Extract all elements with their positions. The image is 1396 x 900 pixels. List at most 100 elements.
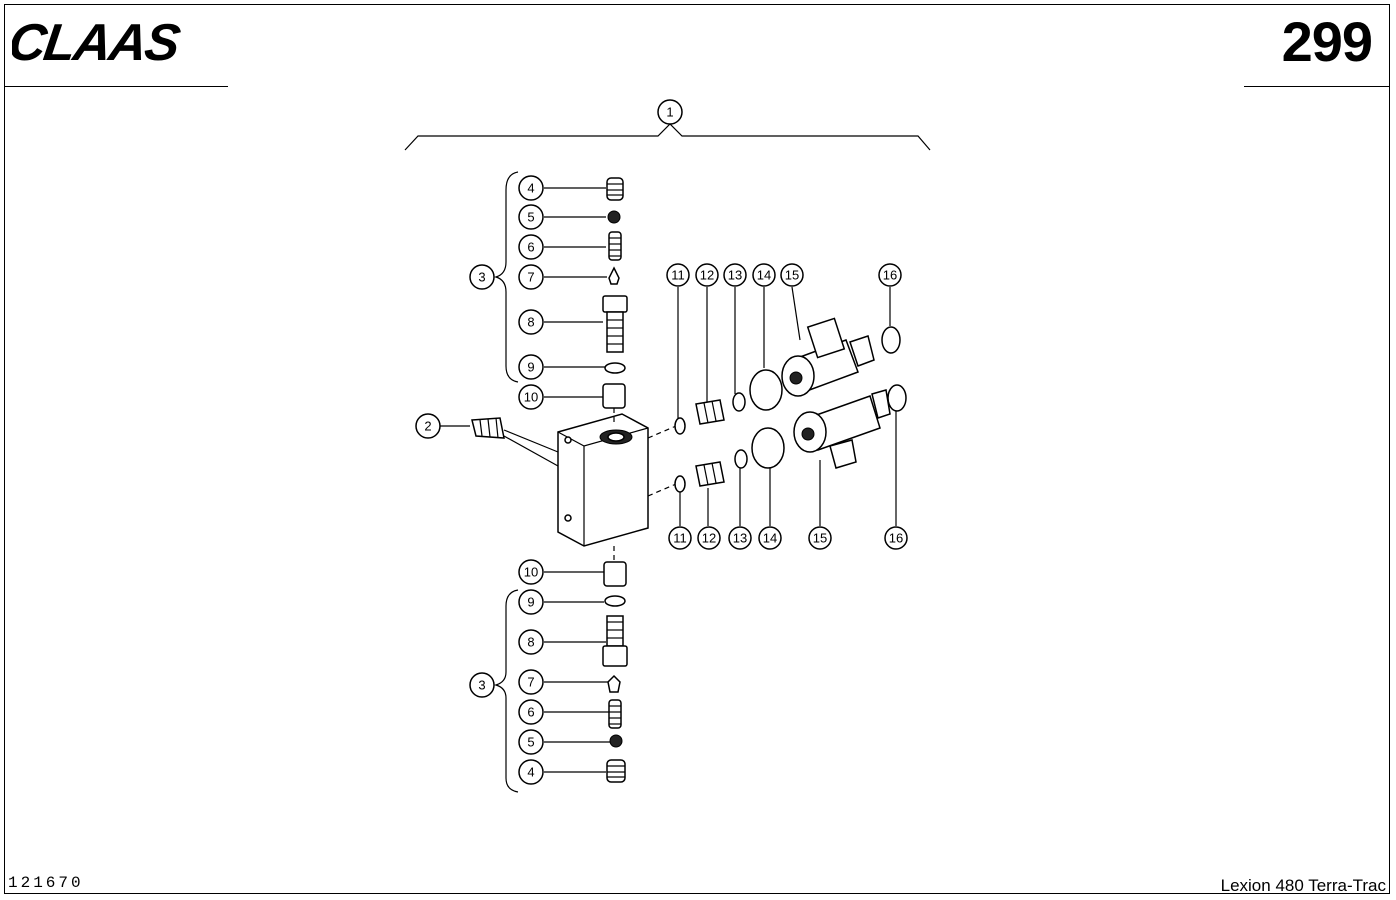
drawing-number: 121670 xyxy=(8,874,84,892)
svg-text:11: 11 xyxy=(671,268,685,283)
callout-16-lower: 16 xyxy=(884,526,908,550)
part-11-lower xyxy=(674,475,686,493)
svg-text:16: 16 xyxy=(883,268,897,283)
svg-text:3: 3 xyxy=(478,678,485,693)
callout-15-lower: 15 xyxy=(808,526,832,550)
part-16-lower xyxy=(887,384,907,412)
callout-11-upper: 11 xyxy=(666,263,690,287)
callout-9-upper: 9 xyxy=(518,354,544,380)
svg-text:8: 8 xyxy=(527,315,534,330)
part-4-lower xyxy=(606,759,626,783)
svg-text:4: 4 xyxy=(527,765,534,780)
svg-text:13: 13 xyxy=(733,531,747,546)
model-name: Lexion 480 Terra-Trac xyxy=(1220,876,1386,895)
brace-upper-cartridge xyxy=(493,171,519,383)
callout-5-lower: 5 xyxy=(518,729,544,755)
svg-text:7: 7 xyxy=(527,270,534,285)
callout-10-upper: 10 xyxy=(518,384,544,410)
svg-text:15: 15 xyxy=(785,268,799,283)
part-7-lower xyxy=(607,674,621,693)
callout-10-lower: 10 xyxy=(518,559,544,585)
callout-3-lower: 3 xyxy=(469,672,495,698)
callout-7-upper: 7 xyxy=(518,264,544,290)
callout-6-lower: 6 xyxy=(518,699,544,725)
svg-text:2: 2 xyxy=(424,419,431,434)
callout-4-lower: 4 xyxy=(518,759,544,785)
part-13-lower xyxy=(734,449,748,469)
svg-text:14: 14 xyxy=(763,531,777,546)
svg-text:6: 6 xyxy=(527,705,534,720)
callout-2: 2 xyxy=(415,413,441,439)
part-14-upper xyxy=(749,369,783,411)
part-15-lower xyxy=(793,389,891,469)
svg-text:1: 1 xyxy=(666,105,673,120)
svg-text:4: 4 xyxy=(527,181,534,196)
part-2 xyxy=(471,417,505,439)
callout-13-lower: 13 xyxy=(728,526,752,550)
part-10-upper xyxy=(602,383,626,409)
svg-text:5: 5 xyxy=(527,735,534,750)
brace-lower-cartridge xyxy=(493,589,519,793)
callout-13-upper: 13 xyxy=(723,263,747,287)
part-6-lower xyxy=(608,699,622,729)
part-8-upper xyxy=(602,295,628,353)
part-14-lower xyxy=(751,427,785,469)
part-4-upper xyxy=(606,177,624,201)
callout-15-upper: 15 xyxy=(780,263,804,287)
part-6-upper xyxy=(608,231,622,261)
callout-12-upper: 12 xyxy=(695,263,719,287)
part-7-upper xyxy=(608,266,620,285)
callout-8-upper: 8 xyxy=(518,309,544,335)
part-8-lower xyxy=(602,615,628,667)
callout-4-upper: 4 xyxy=(518,175,544,201)
svg-text:9: 9 xyxy=(527,360,534,375)
header-rule-left xyxy=(4,86,228,87)
svg-text:3: 3 xyxy=(478,270,485,285)
callout-16-upper: 16 xyxy=(878,263,902,287)
part-12-lower xyxy=(695,461,725,487)
page-number: 299 xyxy=(1281,10,1373,73)
callout-1: 1 xyxy=(657,99,683,125)
svg-text:5: 5 xyxy=(527,210,534,225)
header-rule-right xyxy=(1244,86,1390,87)
svg-text:12: 12 xyxy=(702,531,716,546)
part-15-upper xyxy=(781,317,875,397)
svg-text:12: 12 xyxy=(700,268,714,283)
part-5-lower xyxy=(609,734,623,748)
svg-text:6: 6 xyxy=(527,240,534,255)
part-10-lower xyxy=(603,561,627,587)
svg-text:CLAAS: CLAAS xyxy=(12,20,184,68)
part-13-upper xyxy=(732,392,746,412)
page-frame xyxy=(4,4,1390,894)
svg-text:10: 10 xyxy=(524,565,538,580)
part-5-upper xyxy=(607,210,621,224)
callout-6-upper: 6 xyxy=(518,234,544,260)
part-9-upper xyxy=(604,362,626,374)
callout-12-lower: 12 xyxy=(697,526,721,550)
svg-text:13: 13 xyxy=(728,268,742,283)
callout-9-lower: 9 xyxy=(518,589,544,615)
brace-assembly xyxy=(404,123,931,151)
svg-text:7: 7 xyxy=(527,675,534,690)
callout-11-lower: 11 xyxy=(668,526,692,550)
brand-logo: CLAAS xyxy=(12,20,184,68)
callout-14-lower: 14 xyxy=(758,526,782,550)
part-16-upper xyxy=(881,326,901,354)
callout-3-upper: 3 xyxy=(469,264,495,290)
valve-block xyxy=(557,413,649,547)
svg-text:8: 8 xyxy=(527,635,534,650)
svg-text:14: 14 xyxy=(757,268,771,283)
callout-14-upper: 14 xyxy=(752,263,776,287)
svg-text:11: 11 xyxy=(673,531,687,546)
callout-5-upper: 5 xyxy=(518,204,544,230)
svg-text:10: 10 xyxy=(524,390,538,405)
part-12-upper xyxy=(695,399,725,425)
svg-text:16: 16 xyxy=(889,531,903,546)
part-9-lower xyxy=(604,595,626,607)
svg-text:9: 9 xyxy=(527,595,534,610)
callout-8-lower: 8 xyxy=(518,629,544,655)
part-11-upper xyxy=(674,417,686,435)
svg-text:15: 15 xyxy=(813,531,827,546)
callout-7-lower: 7 xyxy=(518,669,544,695)
